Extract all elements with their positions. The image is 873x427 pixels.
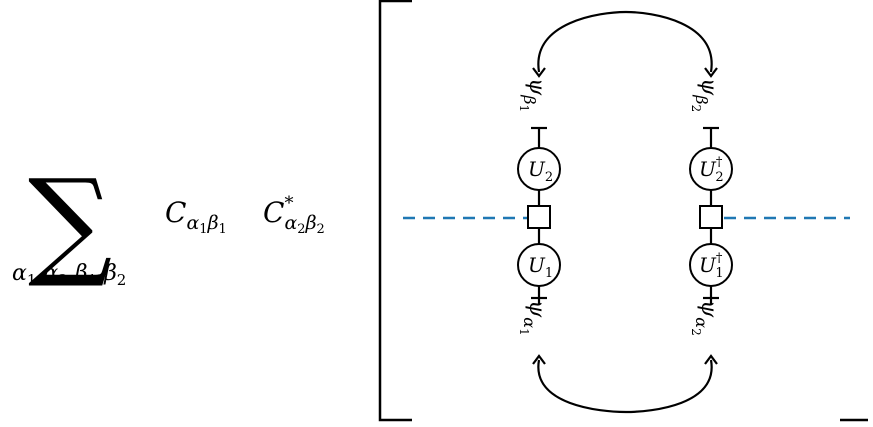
state-endpoints <box>532 67 718 365</box>
right-square-node <box>699 205 723 229</box>
left-square-node <box>527 205 551 229</box>
bottom-contraction-arc <box>537 359 713 414</box>
gate-u1-dagger-label: U†1 <box>699 251 724 281</box>
gate-u2-circle <box>517 147 561 191</box>
coefficient-c1: Cα1β1 <box>165 196 227 237</box>
gate-u1-dagger-circle <box>689 243 733 287</box>
psi-beta1-endpoint <box>532 67 546 78</box>
formula: ∑ α1,α2,β1,β2 Cα1β1 C*α2β2 <box>12 153 325 291</box>
gate-u2-dagger-label: U†2 <box>699 155 724 185</box>
sum-symbol: ∑ <box>28 153 112 291</box>
coefficient-c2-conjugate: C*α2β2 <box>263 193 325 237</box>
gate-u1-circle <box>517 243 561 287</box>
state-psi-alpha1: ψα1 <box>517 300 549 336</box>
state-psi-beta1: ψβ1 <box>517 78 549 112</box>
gate-u2-dagger-circle <box>689 147 733 191</box>
wires <box>531 10 719 414</box>
psi-alpha2-endpoint <box>704 354 718 365</box>
top-contraction-arc <box>537 10 713 73</box>
gate-labels: U2 U1 U†2 U†1 <box>528 155 724 281</box>
left-bracket <box>378 0 412 422</box>
gate-u1-label: U1 <box>528 253 553 281</box>
state-psi-beta2: ψβ2 <box>689 78 721 112</box>
state-labels: ψβ1 ψβ2 ψα1 ψα2 <box>517 78 721 336</box>
psi-beta2-endpoint <box>704 67 718 78</box>
gate-u2-label: U2 <box>528 157 553 185</box>
square-nodes <box>527 205 723 229</box>
sum-indices: α1,α2,β1,β2 <box>12 261 126 289</box>
state-psi-alpha2: ψα2 <box>689 300 721 336</box>
brackets <box>378 0 868 422</box>
gate-circles <box>517 147 733 287</box>
psi-alpha1-endpoint <box>532 354 546 365</box>
